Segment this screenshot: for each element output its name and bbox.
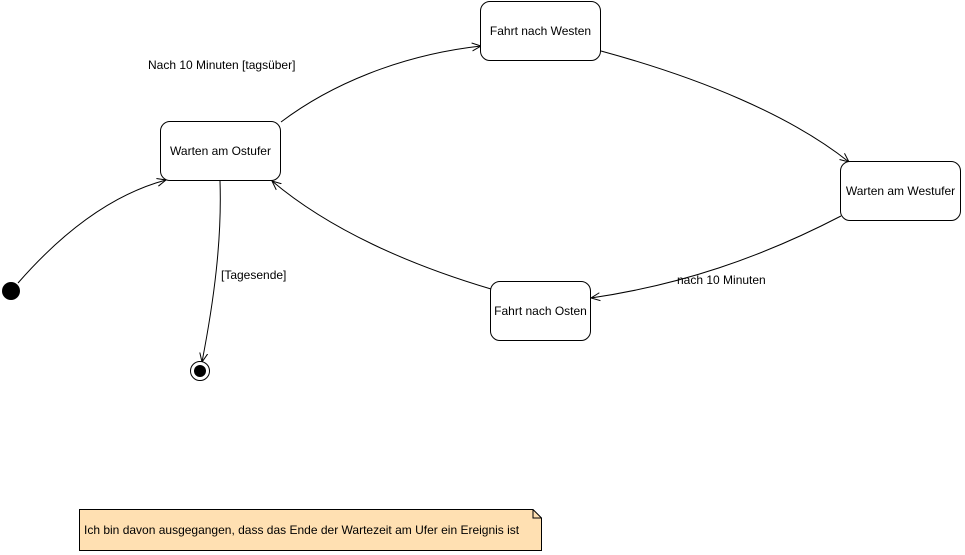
note-text: Ich bin davon ausgegangen, dass das Ende… [84, 523, 520, 537]
state-fahrt-osten[interactable]: Fahrt nach Osten [490, 281, 591, 341]
initial-state[interactable] [2, 282, 20, 300]
state-label: Fahrt nach Westen [489, 24, 592, 38]
note[interactable]: Ich bin davon ausgegangen, dass das Ende… [79, 509, 542, 551]
state-label: Warten am Westufer [845, 184, 956, 198]
state-label: Fahrt nach Osten [494, 304, 587, 318]
transition-fahrt-osten-to-ostufer[interactable] [272, 181, 492, 290]
state-warten-westufer[interactable]: Warten am Westufer [840, 161, 961, 221]
state-label: Warten am Ostufer [170, 144, 271, 158]
state-fahrt-westen[interactable]: Fahrt nach Westen [480, 1, 601, 61]
transition-label-west-to-ost: nach 10 Minuten [677, 273, 766, 287]
transition-ostufer-to-fahrt-westen[interactable] [280, 46, 481, 123]
transition-initial-to-warten-ostufer[interactable] [17, 180, 166, 284]
transition-westufer-to-fahrt-osten[interactable] [591, 215, 842, 298]
transition-ostufer-to-final[interactable] [202, 180, 221, 362]
transition-fahrt-westen-to-westufer[interactable] [600, 50, 849, 162]
transition-label-to-final: [Tagesende] [221, 268, 287, 282]
note-shape [79, 509, 542, 551]
note-fill [79, 509, 542, 551]
state-warten-ostufer[interactable]: Warten am Ostufer [160, 121, 281, 181]
note-fold-icon [532, 509, 542, 519]
final-state-inner [194, 365, 206, 377]
transition-label-ost-to-west: Nach 10 Minuten [tagsüber] [148, 58, 296, 72]
